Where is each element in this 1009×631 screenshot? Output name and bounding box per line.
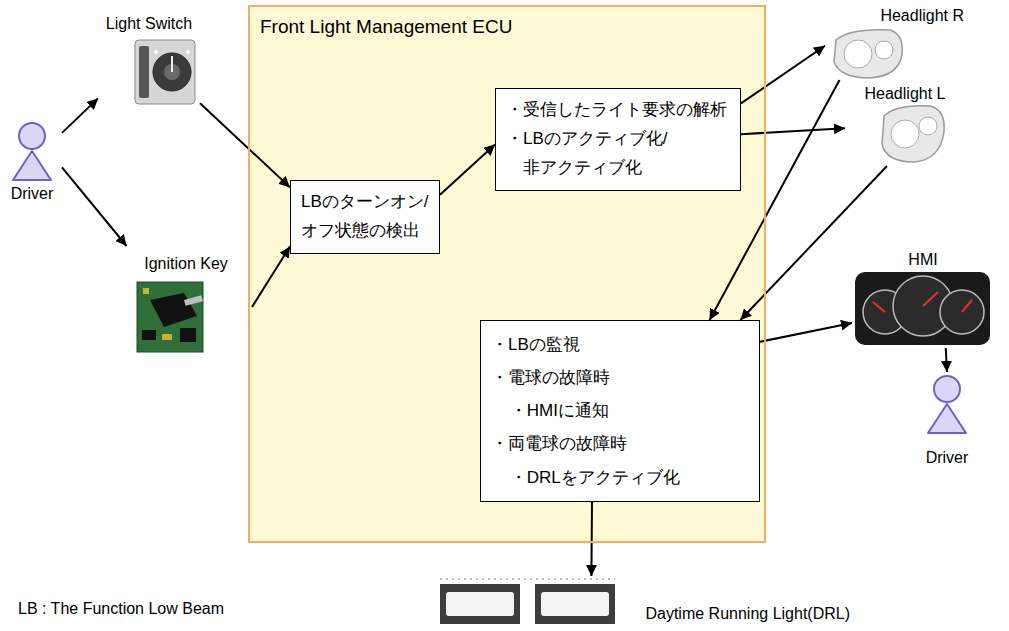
light-switch-picture [135,40,195,104]
box-text: ・電球の故障時 [491,361,749,394]
driver-figure [928,376,966,433]
device-picture: Light Switch [98,12,200,108]
hmi-picture [855,272,990,345]
box-text: LBのターンオン/ オフ状態の検出 [301,188,429,246]
gauge-needle [923,292,938,306]
arrow-connector [740,166,887,320]
arrow-connector [440,144,495,194]
node-label: Daytime Running Light(DRL) [442,604,850,623]
headlight-r-picture [834,30,902,78]
headlight-housing [834,30,902,78]
node-label: Ignition Key [126,254,246,273]
headlight-lens [844,40,872,68]
node-label: Light Switch [104,14,194,33]
cluster-body [855,272,990,345]
switch-knob [153,53,191,91]
box-text: ・LBのアクティブ化/ 非アクティブ化 [506,125,730,183]
drl-frame [440,584,520,624]
arrow-connector [741,46,825,104]
process-box: ・LBの監視・電球の故障時・HMIに通知・両電球の故障時・DRLをアクティブ化 [480,320,760,502]
switch-pointer [171,56,173,72]
driver-body [928,404,966,433]
node-label: Headlight L [851,84,959,103]
arrow-connector [252,246,290,307]
node-label: Headlight R [831,6,964,25]
box-text: ・LBの監視 [491,328,749,361]
driver-head [934,376,960,402]
drl-picture [440,579,615,624]
switch-mark [154,50,158,54]
group-title: Front Light Management ECU [260,15,754,40]
headlight-lens [875,41,893,59]
box-text: ・両電球の故障時 [491,427,749,460]
board-chip [180,328,196,342]
actor-figure: Driver [917,372,977,470]
board-chip [142,330,156,340]
process-box: LBのターンオン/ オフ状態の検出 [290,180,440,254]
drl-lamp [541,592,609,616]
device-picture: Headlight R [825,4,970,80]
box-text: ・DRLをアクティブ化 [510,461,749,494]
arrow-connector [200,103,290,187]
gauge [940,290,984,334]
arrow-connector [62,167,127,246]
arrow-connector [760,323,852,342]
light-picture: Daytime Running Light(DRL) [436,576,856,626]
device-picture: HMI [852,248,994,348]
driver-head [19,123,45,149]
process-box: ・受信したライト要求の解析・LBのアクティブ化/ 非アクティブ化 [495,88,741,191]
box-text: ・HMIに通知 [510,394,749,427]
board-part [143,288,149,294]
key-blade [184,295,203,305]
driver-figure [13,123,51,180]
node-label: Driver [923,448,971,467]
footnote-label: LB : The Function Low Beam [18,600,224,618]
key-body [150,293,197,327]
board-part [162,334,172,340]
headlight-housing [882,106,944,162]
headlight-lens [919,117,937,135]
arrow-connector [62,98,98,132]
device-picture: Headlight L [845,82,965,166]
gauge-needle [873,302,885,312]
driver-body [13,151,51,180]
arrow-connector [946,348,947,372]
switch-mark [186,50,190,54]
ignition-key-picture [137,282,203,352]
ecu-fill [248,5,766,543]
actor-figure: Driver [2,120,62,206]
gauge-needle [962,300,972,312]
arrow-connector [741,128,845,134]
headlight-lens [891,120,919,148]
switch-panel [135,40,195,104]
drl-lamp [446,592,514,616]
headlight-l-picture [882,106,944,162]
box-text: ・受信したライト要求の解析 [506,96,730,125]
node-label: Driver [8,184,56,203]
node-label: HMI [858,250,988,269]
device-picture: Ignition Key [120,246,252,357]
drl-frame [535,584,615,624]
arrow-connector [590,502,593,576]
key-board [137,282,203,352]
ecu-group: Front Light Management ECU LBのターンオン/ オフ状態… [248,5,766,543]
drl-dots [440,578,615,580]
switch-dimmer [139,46,149,98]
